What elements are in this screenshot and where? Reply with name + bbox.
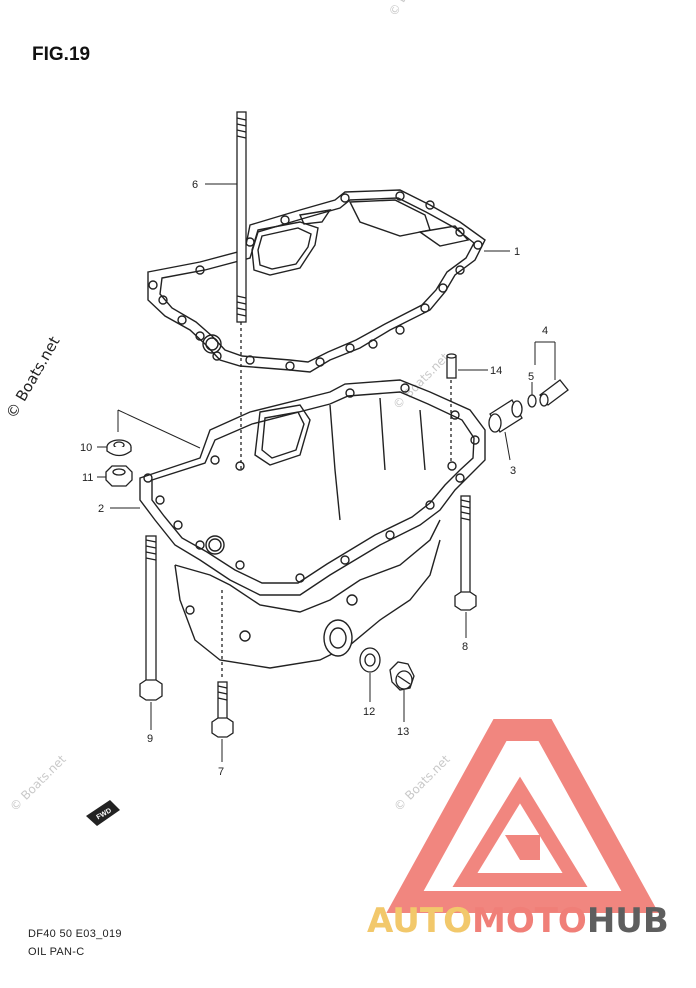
callout-13: 13 (397, 726, 409, 738)
stud-bolt-icon (236, 111, 247, 470)
callout-9: 9 (147, 733, 153, 745)
callout-7: 7 (218, 766, 224, 778)
brand-wordmark: AUTOMOTOHUB (367, 901, 669, 941)
callout-1: 1 (514, 246, 520, 258)
callout-2: 2 (98, 503, 104, 515)
banjo-fitting-icon (539, 379, 569, 407)
callout-14: 14 (490, 365, 502, 377)
drain-plug-icon (389, 661, 415, 691)
footer-name: OIL PAN-C (28, 946, 85, 958)
gasket-icon (147, 189, 486, 373)
dowel-pin-icon (446, 353, 457, 462)
o-ring-icon (527, 394, 537, 408)
brand-logo-icon (386, 719, 659, 913)
oil-pan-icon (139, 379, 486, 669)
callout-12: 12 (363, 706, 375, 718)
callout-5: 5 (528, 371, 534, 383)
brand-part-hub: HUB (586, 901, 669, 941)
footer-code: DF40 50 E03_019 (28, 928, 122, 940)
callout-10: 10 (80, 442, 92, 454)
oil-fitting-icon (488, 399, 523, 433)
fwd-arrow-icon: FWD (86, 800, 120, 826)
hex-nut-icon (105, 465, 133, 487)
hex-bolt-icon (454, 495, 477, 611)
figure-title: FIG.19 (32, 44, 91, 65)
washer-icon (106, 439, 132, 457)
callout-11: 11 (82, 472, 93, 484)
callout-8: 8 (462, 641, 468, 653)
brand-part-moto: MOTO (471, 901, 587, 941)
leader-lines (97, 183, 556, 762)
callout-6: 6 (192, 179, 198, 191)
callout-4: 4 (542, 325, 548, 337)
brand-part-auto: AUTO (367, 901, 472, 941)
hex-bolt-icon (211, 590, 234, 738)
callout-3: 3 (510, 465, 516, 477)
hex-bolt-icon (139, 535, 163, 701)
washer-icon (359, 647, 381, 673)
